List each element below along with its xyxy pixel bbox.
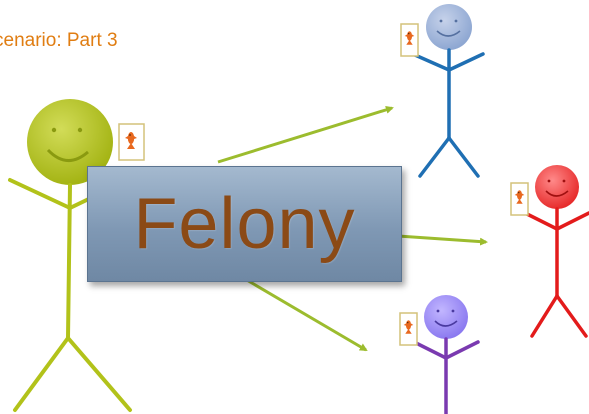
goldfish-icon	[118, 123, 145, 161]
arrow-to-purple	[239, 274, 368, 352]
goldfish-icon	[510, 182, 529, 216]
recipient-red-stick-figure	[523, 165, 589, 338]
arrow-to-red	[397, 234, 488, 246]
felony-label: Felony	[133, 184, 356, 264]
slide-title: cenario: Part 3	[0, 30, 118, 51]
goldfish-icon	[399, 312, 418, 346]
recipient-blue-stick-figure	[413, 4, 485, 178]
recipient-purple-stick-figure	[412, 295, 480, 414]
felony-label-box: Felony	[87, 166, 402, 282]
goldfish-icon	[400, 23, 419, 57]
arrow-to-blue	[217, 105, 394, 164]
